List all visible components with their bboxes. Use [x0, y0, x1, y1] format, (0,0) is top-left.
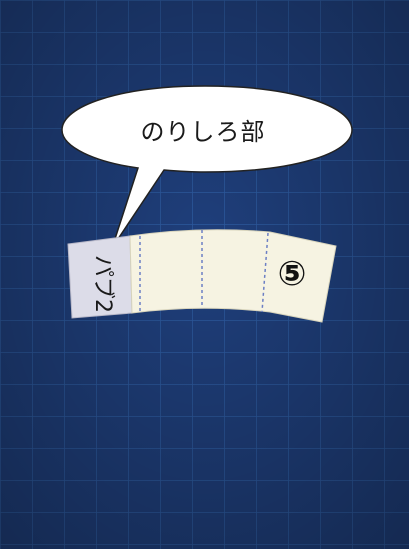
paper-strip	[129, 229, 337, 323]
speech-bubble	[61, 85, 353, 249]
tab-label: パブ2	[90, 255, 115, 313]
fold-line	[261, 232, 269, 313]
callout-text: のりしろ部	[140, 118, 266, 146]
number-label: ⑤	[277, 254, 307, 294]
